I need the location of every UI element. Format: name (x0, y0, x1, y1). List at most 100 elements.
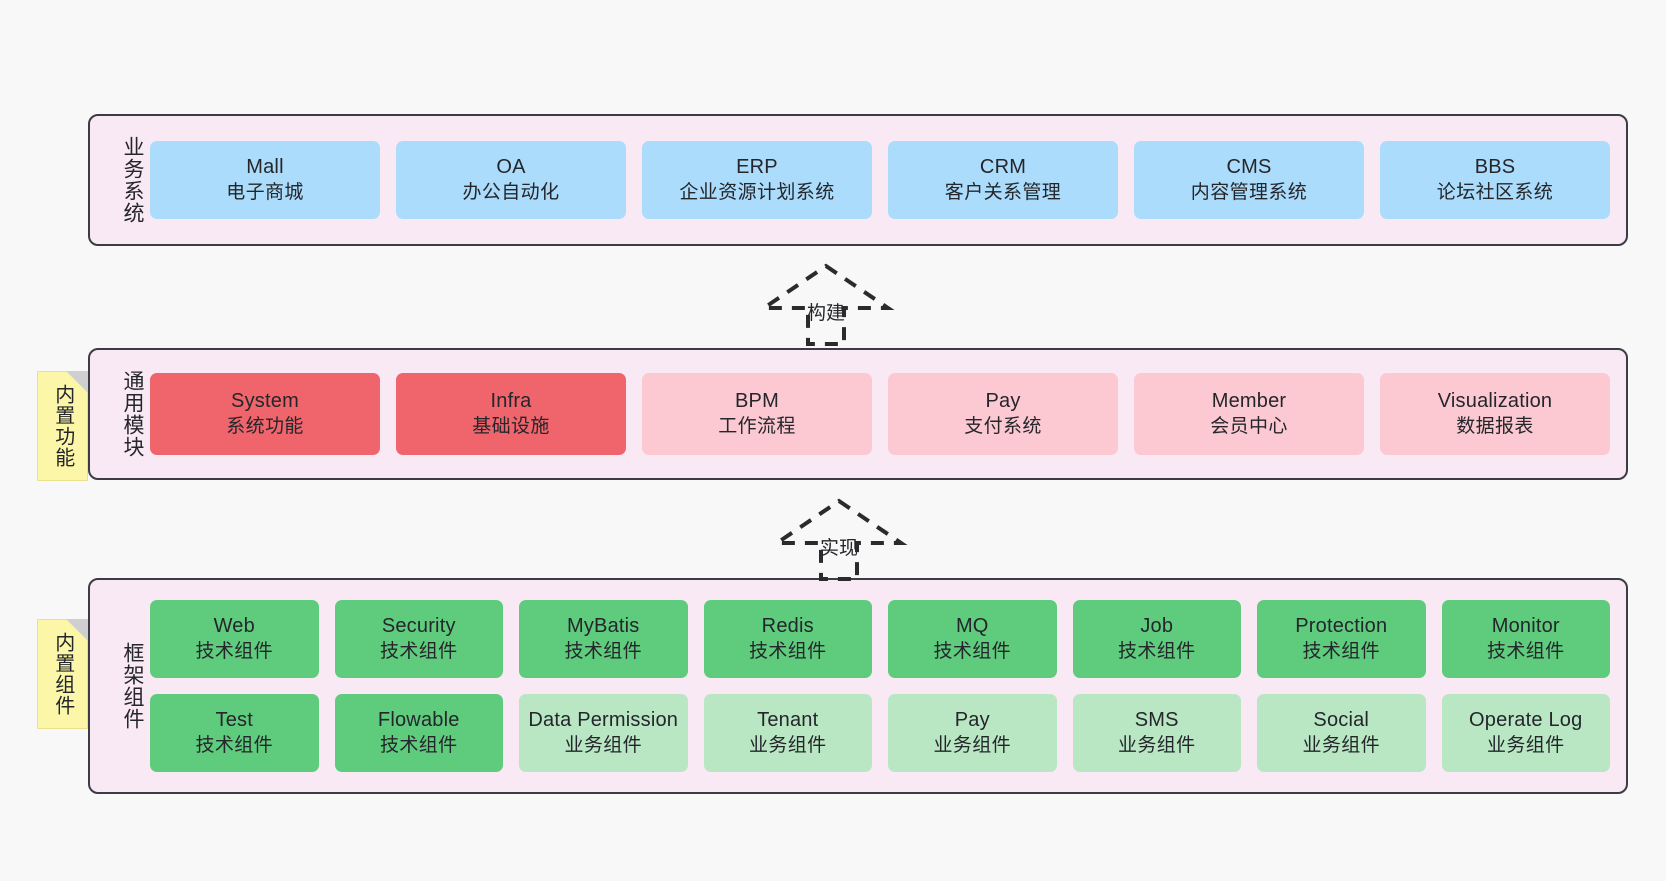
card-security[interactable]: Security 技术组件 (334, 600, 503, 678)
card-sms[interactable]: SMS 业务组件 (1072, 694, 1241, 772)
card-erp-name: ERP (736, 156, 778, 179)
card-social-name: Social (1313, 709, 1370, 732)
layer-framework-components-title: 框架组件 (121, 642, 144, 730)
layer-common-modules-body: System 系统功能 Infra 基础设施 BPM 工作流程 Pay 支付系统… (144, 373, 1626, 455)
card-infra[interactable]: Infra 基础设施 (396, 373, 626, 455)
card-operate-log[interactable]: Operate Log 业务组件 (1441, 694, 1610, 772)
card-monitor-desc: 技术组件 (1486, 640, 1565, 662)
arrow-build: 构建 (757, 262, 895, 348)
card-operate-log-name: Operate Log (1469, 709, 1583, 732)
note-builtin-features-label: 内置功能 (51, 384, 74, 468)
card-redis[interactable]: Redis 技术组件 (703, 600, 872, 678)
card-sms-desc: 业务组件 (1117, 734, 1196, 756)
card-visualization[interactable]: Visualization 数据报表 (1380, 373, 1610, 455)
card-member-desc: 会员中心 (1210, 415, 1288, 437)
card-tenant[interactable]: Tenant 业务组件 (703, 694, 872, 772)
card-job-desc: 技术组件 (1117, 640, 1196, 662)
card-system-name: System (231, 390, 299, 413)
card-job-name: Job (1140, 615, 1174, 638)
card-mq-desc: 技术组件 (933, 640, 1012, 662)
card-bpm[interactable]: BPM 工作流程 (642, 373, 872, 455)
arrow-implement-shape (770, 498, 908, 581)
card-cms-desc: 内容管理系统 (1190, 181, 1308, 203)
card-system[interactable]: System 系统功能 (150, 373, 380, 455)
card-bpm-desc: 工作流程 (718, 415, 796, 437)
card-visualization-desc: 数据报表 (1456, 415, 1534, 437)
card-data-permission-desc: 业务组件 (564, 734, 643, 756)
card-flowable[interactable]: Flowable 技术组件 (334, 694, 503, 772)
card-bbs-desc: 论坛社区系统 (1436, 181, 1554, 203)
card-mybatis-name: MyBatis (566, 615, 640, 638)
card-protection-desc: 技术组件 (1302, 640, 1381, 662)
card-infra-name: Infra (490, 390, 532, 413)
card-protection[interactable]: Protection 技术组件 (1257, 600, 1426, 678)
card-visualization-name: Visualization (1437, 390, 1553, 413)
card-test-desc: 技术组件 (195, 734, 274, 756)
card-member[interactable]: Member 会员中心 (1134, 373, 1364, 455)
card-data-permission-name: Data Permission (528, 709, 679, 732)
card-mq-name: MQ (955, 615, 989, 638)
card-web-desc: 技术组件 (195, 640, 274, 662)
layer-business-systems-title: 业务系统 (121, 136, 144, 224)
card-crm-name: CRM (979, 156, 1027, 179)
card-mq[interactable]: MQ 技术组件 (888, 600, 1057, 678)
card-bbs-name: BBS (1474, 156, 1516, 179)
card-sms-name: SMS (1134, 709, 1179, 732)
card-monitor-name: Monitor (1491, 615, 1560, 638)
card-system-desc: 系统功能 (226, 415, 304, 437)
card-social-desc: 业务组件 (1302, 734, 1381, 756)
card-oa-desc: 办公自动化 (462, 181, 560, 203)
card-data-permission[interactable]: Data Permission 业务组件 (519, 694, 688, 772)
card-web-name: Web (213, 615, 255, 638)
framework-biz-row: Test 技术组件 Flowable 技术组件 Data Permission … (150, 694, 1610, 772)
card-pay-component-desc: 业务组件 (933, 734, 1012, 756)
card-cms-name: CMS (1226, 156, 1272, 179)
card-cms[interactable]: CMS 内容管理系统 (1134, 141, 1364, 219)
card-web[interactable]: Web 技术组件 (150, 600, 319, 678)
card-job[interactable]: Job 技术组件 (1072, 600, 1241, 678)
card-mybatis[interactable]: MyBatis 技术组件 (519, 600, 688, 678)
card-protection-name: Protection (1295, 615, 1388, 638)
card-security-desc: 技术组件 (379, 640, 458, 662)
card-mall-name: Mall (246, 156, 284, 179)
arrow-implement-label: 实现 (819, 538, 859, 559)
card-redis-name: Redis (761, 615, 814, 638)
arrow-implement: 实现 (770, 497, 908, 583)
card-security-name: Security (381, 615, 456, 638)
layer-business-systems-body: Mall 电子商城 OA 办公自动化 ERP 企业资源计划系统 CRM 客户关系… (144, 141, 1626, 219)
card-operate-log-desc: 业务组件 (1486, 734, 1565, 756)
card-oa[interactable]: OA 办公自动化 (396, 141, 626, 219)
card-test[interactable]: Test 技术组件 (150, 694, 319, 772)
card-mall[interactable]: Mall 电子商城 (150, 141, 380, 219)
card-flowable-name: Flowable (377, 709, 460, 732)
common-modules-row: System 系统功能 Infra 基础设施 BPM 工作流程 Pay 支付系统… (150, 373, 1610, 455)
card-member-name: Member (1211, 390, 1287, 413)
card-pay-component[interactable]: Pay 业务组件 (888, 694, 1057, 772)
layer-business-systems: 业务系统 Mall 电子商城 OA 办公自动化 ERP 企业资源计划系统 CRM… (88, 114, 1628, 246)
card-mall-desc: 电子商城 (226, 181, 304, 203)
note-builtin-components-label: 内置组件 (51, 632, 74, 716)
card-test-name: Test (215, 709, 253, 732)
card-redis-desc: 技术组件 (748, 640, 827, 662)
card-pay-component-name: Pay (954, 709, 990, 732)
card-flowable-desc: 技术组件 (379, 734, 458, 756)
layer-common-modules-title: 通用模块 (121, 370, 144, 458)
card-tenant-desc: 业务组件 (748, 734, 827, 756)
card-social[interactable]: Social 业务组件 (1257, 694, 1426, 772)
card-oa-name: OA (496, 156, 526, 179)
card-mybatis-desc: 技术组件 (564, 640, 643, 662)
card-erp[interactable]: ERP 企业资源计划系统 (642, 141, 872, 219)
card-crm-desc: 客户关系管理 (944, 181, 1062, 203)
card-crm[interactable]: CRM 客户关系管理 (888, 141, 1118, 219)
card-bbs[interactable]: BBS 论坛社区系统 (1380, 141, 1610, 219)
card-pay-module-desc: 支付系统 (964, 415, 1042, 437)
card-monitor[interactable]: Monitor 技术组件 (1441, 600, 1610, 678)
note-builtin-features: 内置功能 (37, 371, 88, 481)
note-builtin-components: 内置组件 (37, 619, 88, 729)
card-pay-module-name: Pay (985, 390, 1021, 413)
layer-common-modules: 通用模块 System 系统功能 Infra 基础设施 BPM 工作流程 Pay… (88, 348, 1628, 480)
arrow-build-label: 构建 (806, 303, 846, 324)
card-pay-module[interactable]: Pay 支付系统 (888, 373, 1118, 455)
card-infra-desc: 基础设施 (472, 415, 550, 437)
layer-framework-components-body: Web 技术组件 Security 技术组件 MyBatis 技术组件 Redi… (144, 600, 1626, 772)
